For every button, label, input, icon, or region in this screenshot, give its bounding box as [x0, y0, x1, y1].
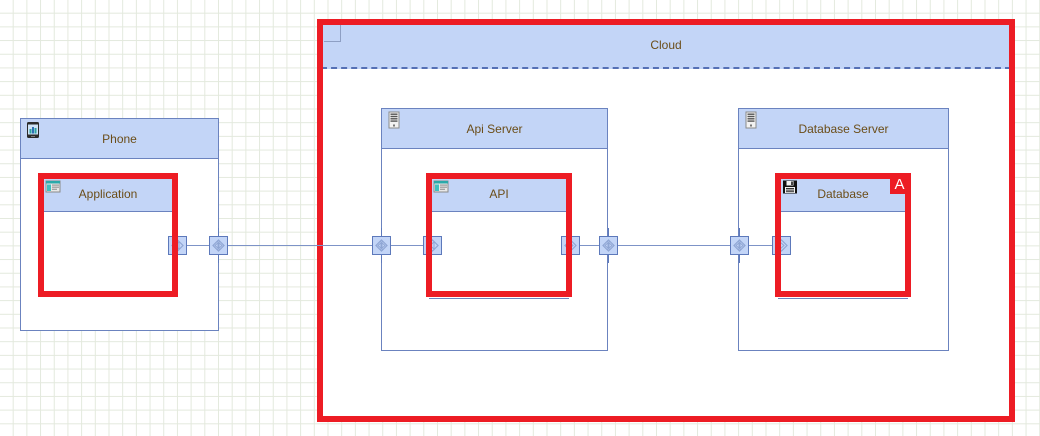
container-cloud-label: Cloud [650, 38, 682, 52]
component-api[interactable]: API [429, 176, 569, 294]
status-badge-a[interactable]: A [890, 174, 909, 194]
component-database-body[interactable] [779, 212, 907, 294]
node-api-server-label: Api Server [466, 121, 523, 136]
port-api-left[interactable] [423, 236, 442, 255]
node-phone-label: Phone [102, 131, 137, 146]
component-api-header[interactable]: API [430, 177, 568, 212]
component-database-shadow-line [778, 298, 908, 299]
port-api-server-right[interactable] [599, 236, 618, 255]
mobile-phone-icon [24, 121, 42, 139]
component-database-header[interactable]: Database [779, 177, 907, 212]
connection-line-api-to-database[interactable] [566, 245, 786, 246]
port-api-server-left[interactable] [372, 236, 391, 255]
node-api-server-header[interactable]: Api Server [382, 109, 607, 149]
component-database-label: Database [817, 187, 869, 201]
component-application-body[interactable] [42, 212, 174, 294]
component-api-shadow-line [429, 298, 569, 299]
server-rack-icon [385, 111, 403, 129]
component-application-label: Application [78, 187, 138, 201]
server-rack-icon [742, 111, 760, 129]
component-application-header[interactable]: Application [42, 177, 174, 212]
node-phone-header[interactable]: Phone [21, 119, 218, 159]
port-database-left[interactable] [772, 236, 791, 255]
collapse-marker-icon[interactable] [324, 25, 341, 42]
database-save-icon [782, 179, 798, 195]
node-database-server-label: Database Server [798, 121, 889, 136]
port-database-server-left[interactable] [730, 236, 749, 255]
connection-line-application-to-api[interactable] [184, 245, 436, 246]
port-application-right[interactable] [168, 236, 187, 255]
component-api-label: API [489, 187, 509, 201]
port-api-right[interactable] [561, 236, 580, 255]
component-database[interactable]: Database [778, 176, 908, 294]
port-phone-right[interactable] [209, 236, 228, 255]
application-window-icon [433, 179, 449, 195]
application-window-icon [45, 179, 61, 195]
container-cloud-header[interactable]: Cloud [321, 23, 1011, 69]
component-api-body[interactable] [430, 212, 568, 294]
node-database-server-header[interactable]: Database Server [739, 109, 948, 149]
component-application[interactable]: Application [41, 176, 175, 294]
